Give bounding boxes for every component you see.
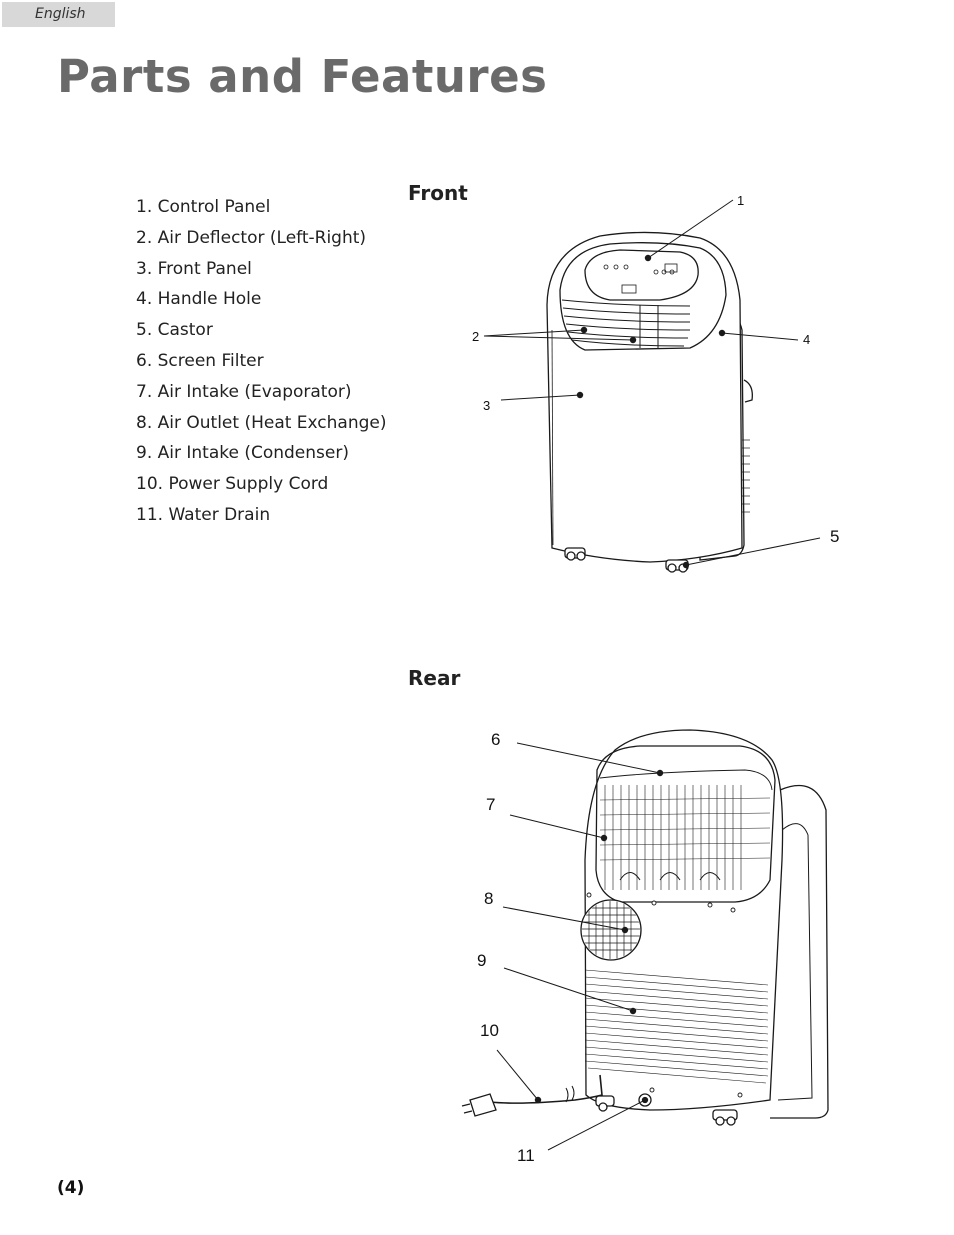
callout-7: 7 bbox=[486, 795, 495, 814]
callout-8: 8 bbox=[484, 889, 493, 908]
parts-list-item: 7. Air Intake (Evaporator) bbox=[136, 381, 352, 402]
page-title: Parts and Features bbox=[57, 50, 548, 103]
callout-6: 6 bbox=[491, 730, 500, 749]
callout-5: 5 bbox=[830, 527, 839, 546]
parts-list-item: 11. Water Drain bbox=[136, 504, 271, 525]
language-tab: English bbox=[2, 2, 115, 27]
parts-list-item: 3. Front Panel bbox=[136, 258, 252, 279]
parts-list-item: 10. Power Supply Cord bbox=[136, 474, 329, 495]
front-diagram: 1 2 3 4 5 bbox=[472, 193, 839, 573]
callout-3: 3 bbox=[483, 398, 490, 413]
callout-4: 4 bbox=[803, 332, 810, 347]
parts-list-item: 5. Castor bbox=[136, 320, 213, 341]
callout-9: 9 bbox=[477, 951, 486, 970]
callout-2: 2 bbox=[472, 329, 479, 344]
parts-list-item: 1. Control Panel bbox=[136, 197, 271, 217]
rear-heading: Rear bbox=[408, 666, 461, 690]
callout-11: 11 bbox=[517, 1146, 535, 1165]
parts-list-item: 9. Air Intake (Condenser) bbox=[136, 443, 349, 464]
page-number: (4) bbox=[57, 1178, 85, 1198]
parts-list-item: 8. Air Outlet (Heat Exchange) bbox=[136, 412, 387, 433]
parts-list: 1. Control Panel 2. Air Deflector (Left-… bbox=[136, 195, 387, 534]
callout-1: 1 bbox=[737, 193, 744, 208]
rear-diagram: 6 7 8 9 10 11 bbox=[461, 729, 829, 1165]
parts-list-item: 6. Screen Filter bbox=[136, 350, 264, 371]
callout-10: 10 bbox=[480, 1021, 499, 1040]
parts-list-item: 2. Air Deflector (Left-Right) bbox=[136, 227, 367, 248]
front-heading: Front bbox=[408, 181, 468, 205]
parts-list-item: 4. Handle Hole bbox=[136, 289, 262, 310]
